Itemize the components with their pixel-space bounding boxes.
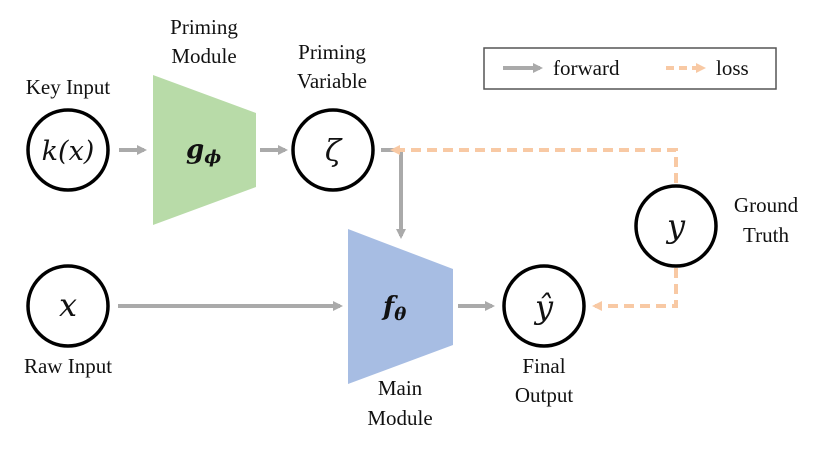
final-output-label-line2: Output [515, 383, 574, 407]
priming-module: gϕ [153, 75, 256, 225]
priming-module-shape [153, 75, 256, 225]
legend-box [483, 47, 777, 90]
priming-module-label-line2: Module [171, 44, 236, 68]
priming-function-symbol: gϕ [186, 135, 221, 168]
zeta-symbol: ζ [325, 134, 343, 169]
main-module: fθ [348, 229, 453, 384]
key-input-symbol: k(x) [42, 136, 95, 167]
ground-truth-label-line1: Ground [734, 193, 799, 217]
key-input-node: k(x) [26, 108, 110, 192]
priming-variable-node: ζ [291, 108, 375, 192]
legend: forward loss [483, 47, 777, 90]
loss-arrow-to-yhat [592, 268, 678, 311]
raw-input-node: x [26, 264, 110, 348]
main-function-symbol: fθ [381, 292, 406, 325]
loss-arrow-to-zeta [390, 145, 678, 183]
priming-module-label-line1: Priming [170, 15, 238, 39]
ground-truth-node: y [634, 184, 718, 268]
legend-forward-label: forward [553, 56, 620, 80]
main-module-shape [348, 229, 453, 384]
x-symbol: x [59, 286, 77, 324]
main-module-label-line1: Main [378, 376, 423, 400]
legend-loss-label: loss [716, 56, 749, 80]
ground-truth-label-line2: Truth [743, 223, 789, 247]
y-hat-symbol: ŷ [533, 288, 554, 326]
y-symbol: y [665, 207, 686, 245]
final-output-label-line1: Final [522, 354, 565, 378]
main-module-label-line2: Module [367, 406, 432, 430]
priming-variable-label-line1: Priming [298, 40, 366, 64]
raw-input-label: Raw Input [24, 354, 112, 378]
arrow-zeta-to-main [381, 148, 406, 239]
priming-variable-label-line2: Variable [297, 69, 367, 93]
key-input-label: Key Input [26, 75, 111, 99]
final-output-node: ŷ [502, 264, 586, 348]
